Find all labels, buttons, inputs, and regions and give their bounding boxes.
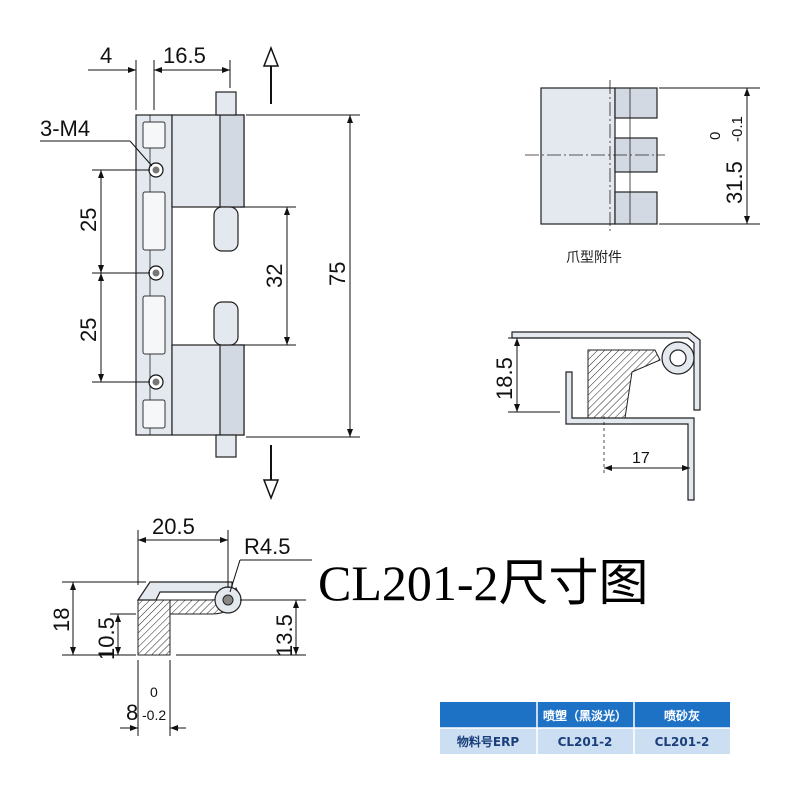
- dim-3-m4: 3-M4: [40, 116, 90, 141]
- dim-8-tol-upper: 0: [150, 684, 158, 700]
- dim-31-5: 31.5: [722, 161, 747, 204]
- claw-caption: 爪型附件: [566, 250, 622, 266]
- table-row-bg: [440, 728, 730, 754]
- drawing-title: CL201-2尺寸图: [318, 555, 649, 611]
- erp-table: 喷塑（黑淡光） 喷砂灰 物料号ERP CL201-2 CL201-2: [440, 702, 730, 754]
- table-row-val1: CL201-2: [558, 735, 613, 749]
- dim-31-5-tol-upper: 0: [707, 132, 724, 140]
- leaf-slot: [142, 399, 166, 429]
- dim-4: 4: [100, 43, 112, 68]
- dim-13-5: 13.5: [272, 614, 297, 657]
- side-leaf-top: [511, 331, 701, 411]
- leaf-slot: [142, 121, 166, 149]
- dim-17: 17: [632, 450, 650, 467]
- dim-8-tol-lower: -0.2: [142, 707, 166, 723]
- arrow-up-icon: [262, 45, 280, 104]
- table-row-val2: CL201-2: [655, 735, 710, 749]
- front-view: 4 16.5 3-M4 25 25 32 75: [40, 43, 360, 501]
- pin-bottom: [215, 434, 237, 458]
- leaf-slot: [142, 191, 166, 251]
- side-view: 18.5 17: [492, 331, 701, 501]
- claw-tooth: [614, 87, 658, 119]
- dim-8: 8: [126, 700, 138, 725]
- table-header-col2: 喷砂灰: [664, 708, 700, 723]
- dim-r4-5: R4.5: [244, 534, 290, 559]
- dim-10-5: 10.5: [94, 617, 119, 660]
- dim-18: 18: [49, 608, 74, 632]
- section-view: 20.5 R4.5 18 10.5 13.5 8 0 -0.2: [49, 514, 312, 736]
- dim-31-5-tol-lower: -0.1: [729, 116, 746, 142]
- claw-view: 31.5 0 -0.1 爪型附件: [525, 80, 760, 266]
- table-row-label: 物料号ERP: [457, 734, 519, 749]
- dim-25-upper: 25: [76, 208, 101, 232]
- arrow-down-icon: [262, 445, 280, 501]
- dim-16-5: 16.5: [163, 43, 206, 68]
- dim-75: 75: [325, 262, 350, 286]
- side-bracket: [565, 371, 695, 501]
- dim-32: 32: [262, 264, 287, 288]
- claw-body: [540, 87, 616, 225]
- leaf-slot: [142, 295, 166, 355]
- table-header-bg: [440, 702, 730, 728]
- dim-18-5: 18.5: [492, 357, 517, 400]
- pin-middle-upper: [213, 206, 239, 252]
- pin-middle-lower: [213, 301, 239, 346]
- pin-top: [215, 91, 237, 116]
- dim-25-lower: 25: [76, 318, 101, 342]
- dim-20-5: 20.5: [152, 514, 195, 539]
- table-header-col1: 喷塑（黑淡光）: [543, 708, 627, 723]
- section-leaf: [137, 599, 171, 656]
- claw-tooth: [614, 191, 658, 225]
